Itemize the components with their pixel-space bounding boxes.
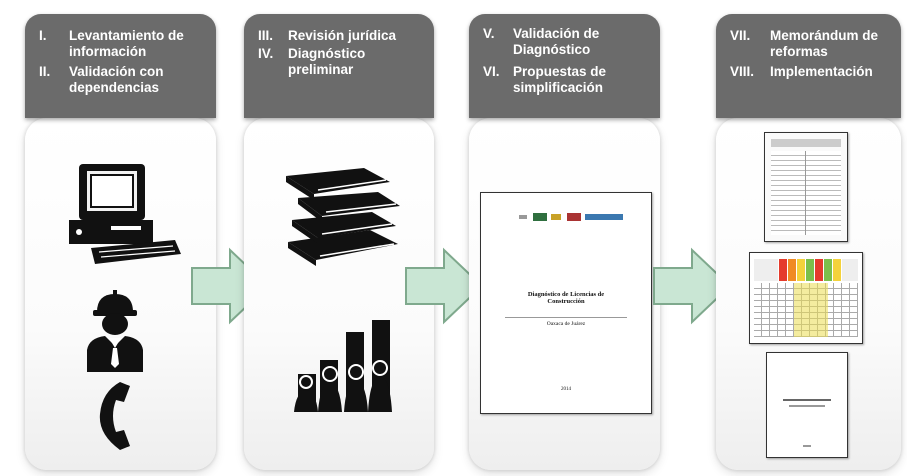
stage-header-4: VII. Memorándum de reformas VIII. Implem… bbox=[716, 14, 901, 118]
step-label: Levantamiento de información bbox=[69, 28, 184, 59]
step-label: Validación con dependencias bbox=[69, 64, 164, 95]
diagnostic-document: Diagnóstico de Licencias de Construcción… bbox=[480, 192, 652, 414]
arrow-right-icon bbox=[405, 247, 484, 325]
step-label: Implementación bbox=[770, 64, 873, 79]
step-number: II. bbox=[39, 64, 51, 79]
step-number: IV. bbox=[258, 46, 274, 61]
step-label: Revisión jurídica bbox=[288, 28, 397, 43]
step-label: Diagnóstico preliminar bbox=[288, 46, 366, 77]
step-2: II. Validación con dependencias bbox=[39, 64, 208, 96]
step-5: V. Validación de Diagnóstico bbox=[483, 26, 652, 58]
telephone-icon bbox=[99, 382, 130, 450]
stage-header-3: V. Validación de Diagnóstico VI. Propues… bbox=[469, 14, 660, 118]
step-number: V. bbox=[483, 26, 495, 41]
computer-icon bbox=[69, 164, 181, 264]
step-6: VI. Propuestas de simplificación bbox=[483, 64, 652, 96]
step-label: Propuestas de simplificación bbox=[513, 64, 607, 95]
step-3: III. Revisión jurídica bbox=[258, 28, 426, 44]
step-number: VI. bbox=[483, 64, 500, 79]
stage-header-1: I. Levantamiento de información II. Vali… bbox=[25, 14, 216, 118]
step-4: IV. Diagnóstico preliminar bbox=[258, 46, 426, 78]
worker-icon bbox=[87, 290, 143, 372]
document-subtitle: Oaxaca de Juárez bbox=[546, 321, 586, 327]
step-number: VII. bbox=[730, 28, 751, 43]
form-document-thumbnail bbox=[764, 132, 848, 242]
stage-header-2: III. Revisión jurídica IV. Diagnóstico p… bbox=[244, 14, 434, 118]
step-label: Validación de Diagnóstico bbox=[513, 26, 600, 57]
memo-document-thumbnail bbox=[766, 352, 848, 458]
document-divider bbox=[505, 317, 627, 318]
logo-strip bbox=[519, 213, 623, 221]
step-label: Memorándum de reformas bbox=[770, 28, 879, 59]
arrow-right-icon bbox=[653, 247, 732, 325]
step-1: I. Levantamiento de información bbox=[39, 28, 208, 60]
step-number: I. bbox=[39, 28, 47, 43]
spreadsheet-thumbnail bbox=[749, 252, 863, 344]
document-title: Diagnóstico de Licencias de Construcción bbox=[527, 291, 605, 305]
step-7: VII. Memorándum de reformas bbox=[730, 28, 893, 60]
step-8: VIII. Implementación bbox=[730, 64, 893, 80]
bar-chart-people-icon bbox=[294, 320, 392, 412]
books-icon bbox=[286, 168, 400, 266]
step-number: III. bbox=[258, 28, 274, 43]
document-year: 2014 bbox=[561, 387, 571, 392]
step-number: VIII. bbox=[730, 64, 755, 79]
